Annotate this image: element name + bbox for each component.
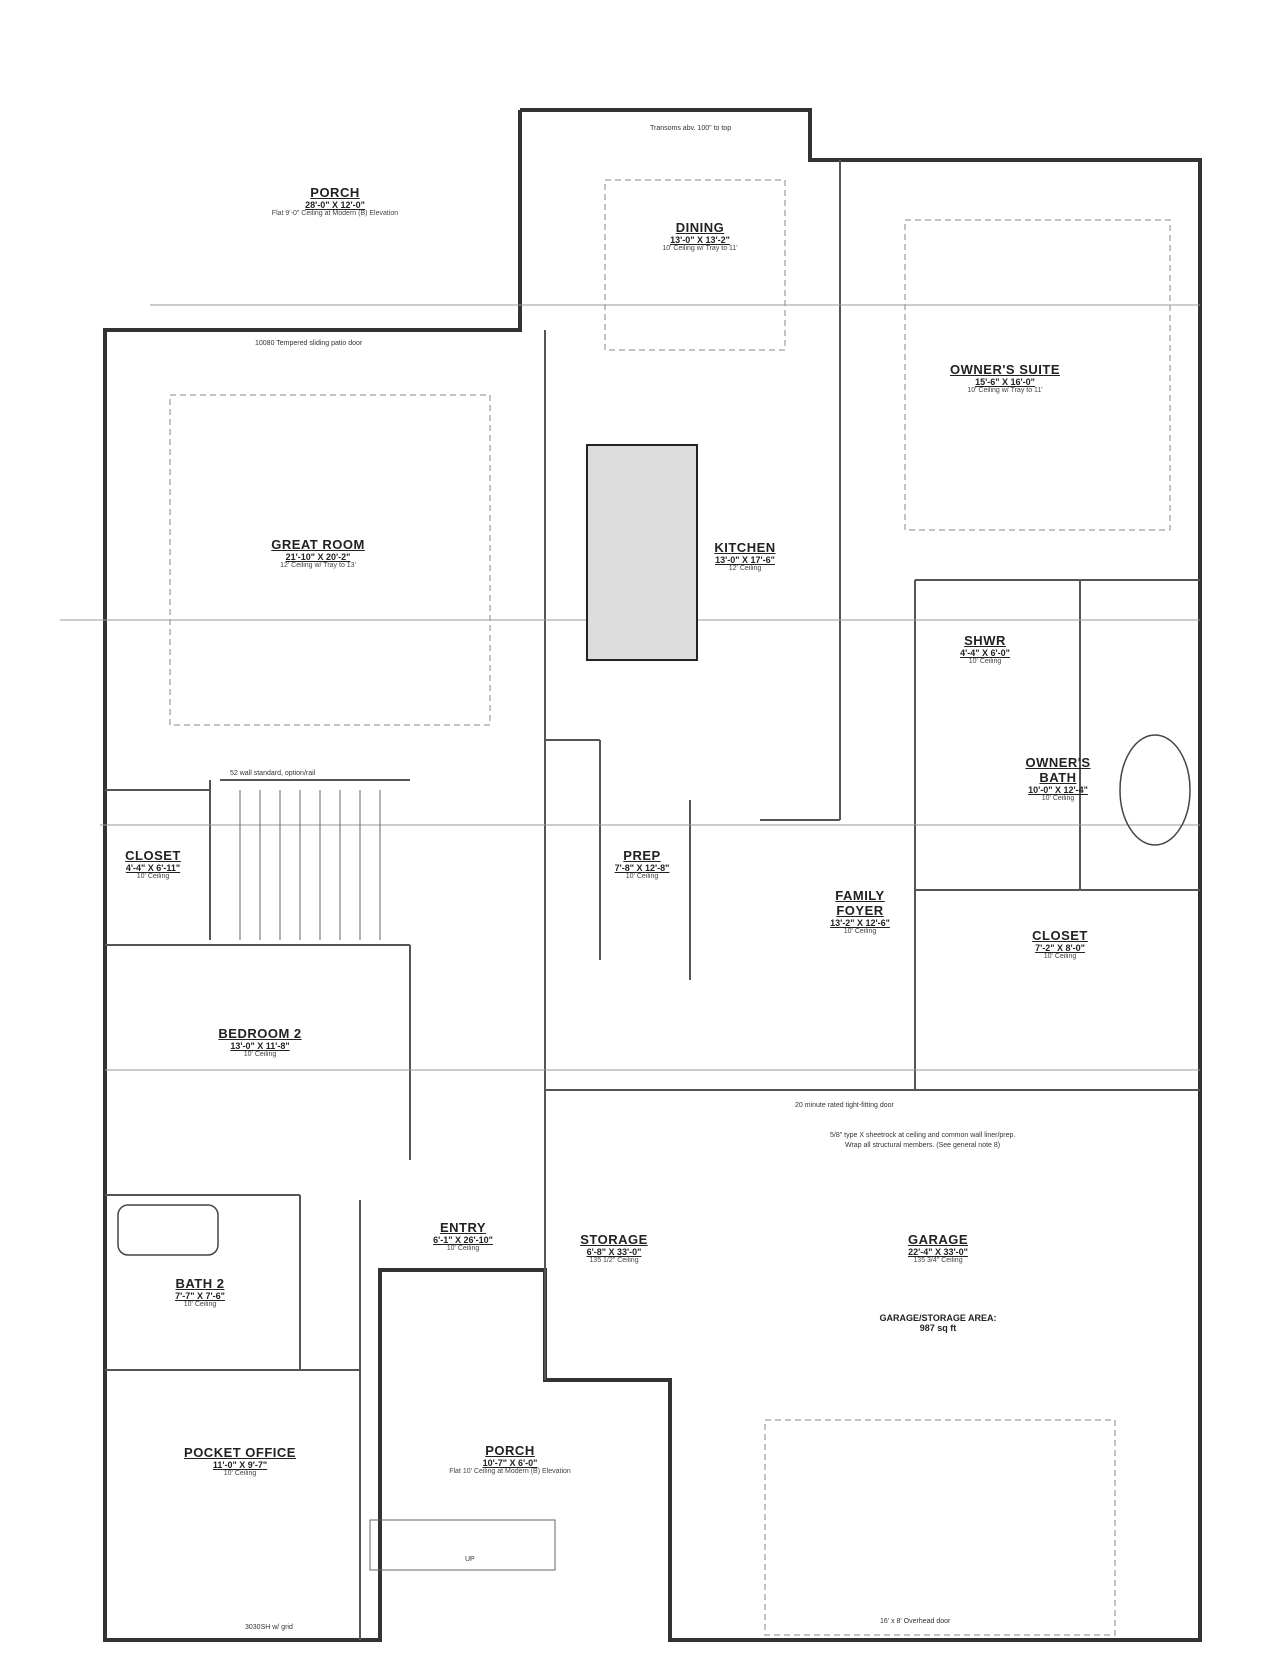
room-prep: PREP 7'-8" X 12'-8" 10' Ceiling <box>615 848 670 880</box>
room-name: BEDROOM 2 <box>218 1026 302 1041</box>
room-ceiling: 10' Ceiling w/ Tray to 11' <box>662 245 738 252</box>
room-name: KITCHEN <box>714 540 776 555</box>
room-ceiling: Flat 10' Ceiling at Modern (B) Elevation <box>449 1468 571 1475</box>
rail-note: 52 wall standard, option/rail <box>230 770 316 777</box>
room-dimensions: 10'-0" X 12'-4" <box>1028 785 1088 795</box>
bathtub <box>1119 734 1191 846</box>
room-closet-2: CLOSET 7'-2" X 8'-0" 10' Ceiling <box>1032 928 1088 960</box>
bath2-tub <box>117 1204 219 1256</box>
room-porch-rear: PORCH 28'-0" X 12'-0" Flat 9'-0" Ceiling… <box>272 185 398 217</box>
room-ceiling: 10' Ceiling <box>223 1470 257 1477</box>
room-ceiling: 12' Ceiling <box>728 565 762 572</box>
room-dimensions: 7'-2" X 8'-0" <box>1035 943 1085 953</box>
fire-door-note: 20 minute rated tight-fitting door <box>795 1102 894 1109</box>
room-great-room: GREAT ROOM 21'-10" X 20'-2" 12' Ceiling … <box>271 537 365 569</box>
room-entry: ENTRY 6'-1" X 26'-10" 10' Ceiling <box>433 1220 493 1252</box>
room-kitchen: KITCHEN 13'-0" X 17'-6" 12' Ceiling <box>714 540 775 572</box>
room-name: DINING <box>675 220 725 235</box>
room-name: POCKET OFFICE <box>184 1445 296 1460</box>
room-name: GREAT ROOM <box>271 537 365 552</box>
room-garage: GARAGE 22'-4" X 33'-0" 135 3/4" Ceiling <box>908 1232 968 1264</box>
room-dimensions: 7'-7" X 7'-6" <box>175 1291 225 1301</box>
dimension-lines <box>60 304 1200 1071</box>
garage-area-value: 987 sq ft <box>919 1323 957 1333</box>
kitchen-island <box>586 444 698 661</box>
room-owners-bath: OWNER'S BATH 10'-0" X 12'-4" 10' Ceiling <box>1013 755 1103 802</box>
room-ceiling: 10' Ceiling <box>843 928 877 935</box>
dining-windows-note: Transoms abv. 100" to top <box>650 125 732 132</box>
patio-door-note: 10080 Tempered sliding patio door <box>255 340 363 347</box>
room-name: PREP <box>623 848 661 863</box>
room-name: BATH 2 <box>175 1276 225 1291</box>
room-pocket-office: POCKET OFFICE 11'-0" X 9'-7" 10' Ceiling <box>184 1445 296 1477</box>
ceiling-trays <box>169 179 1171 1636</box>
room-ceiling: 135 3/4" Ceiling <box>913 1257 963 1264</box>
sheetrock-note-2: Wrap all structural members. (See genera… <box>845 1142 1001 1149</box>
room-dimensions: 10'-7" X 6'-0" <box>482 1458 538 1468</box>
room-closet-1: CLOSET 4'-4" X 6'-11" 10' Ceiling <box>125 848 181 880</box>
sheetrock-note: 5/8" type X sheetrock at ceiling and com… <box>830 1132 1016 1139</box>
room-name: OWNER'S BATH <box>1025 755 1091 785</box>
room-dimensions: 11'-0" X 9'-7" <box>212 1460 268 1470</box>
stairs <box>239 790 381 940</box>
room-dimensions: 13'-2" X 12'-6" <box>830 918 890 928</box>
room-ceiling: 10' Ceiling <box>243 1051 277 1058</box>
room-dimensions: 21'-10" X 20'-2" <box>285 552 351 562</box>
room-bedroom-2: BEDROOM 2 13'-0" X 11'-8" 10' Ceiling <box>218 1026 301 1058</box>
room-dimensions: 15'-6" X 16'-0" <box>975 377 1035 387</box>
front-steps <box>369 1519 556 1571</box>
room-ceiling: 10' Ceiling <box>1043 953 1077 960</box>
interior-walls <box>105 160 1200 1640</box>
room-ceiling: Flat 9'-0" Ceiling at Modern (B) Elevati… <box>271 210 399 217</box>
room-ceiling: 135 1/2" Ceiling <box>589 1257 639 1264</box>
room-dimensions: 6'-8" X 33'-0" <box>586 1247 642 1257</box>
garage-area-note: GARAGE/STORAGE AREA: 987 sq ft <box>879 1313 996 1333</box>
room-name: CLOSET <box>125 848 181 863</box>
room-dimensions: 4'-4" X 6'-11" <box>125 863 181 873</box>
room-family-foyer: FAMILY FOYER 13'-2" X 12'-6" 10' Ceiling <box>820 888 900 935</box>
room-name: STORAGE <box>580 1232 648 1247</box>
room-dimensions: 13'-0" X 13'-2" <box>670 235 730 245</box>
room-ceiling: 10' Ceiling <box>1041 795 1075 802</box>
room-name: GARAGE <box>907 1232 969 1247</box>
room-bath-2: BATH 2 7'-7" X 7'-6" 10' Ceiling <box>175 1276 225 1308</box>
room-name: PORCH <box>485 1443 535 1458</box>
room-ceiling: 10' Ceiling <box>136 873 170 880</box>
room-storage: STORAGE 6'-8" X 33'-0" 135 1/2" Ceiling <box>580 1232 648 1264</box>
room-name: ENTRY <box>439 1220 487 1235</box>
stairs-up-label: UP <box>465 1556 475 1563</box>
room-dimensions: 4'-4" X 6'-0" <box>960 648 1010 658</box>
room-shower: SHWR 4'-4" X 6'-0" 10' Ceiling <box>960 633 1010 665</box>
room-ceiling: 10' Ceiling <box>968 658 1002 665</box>
overhead-door-note: 16' x 8' Overhead door <box>880 1618 951 1625</box>
room-porch-front: PORCH 10'-7" X 6'-0" Flat 10' Ceiling at… <box>449 1443 571 1475</box>
room-dimensions: 22'-4" X 33'-0" <box>908 1247 968 1257</box>
office-window-note: 3030SH w/ grid <box>245 1624 293 1631</box>
room-dimensions: 6'-1" X 26'-10" <box>433 1235 493 1245</box>
room-name: FAMILY FOYER <box>835 888 885 918</box>
room-dimensions: 28'-0" X 12'-0" <box>305 200 365 210</box>
room-owners-suite: OWNER'S SUITE 15'-6" X 16'-0" 10' Ceilin… <box>950 362 1060 394</box>
garage-area-label: GARAGE/STORAGE AREA: <box>879 1313 997 1323</box>
room-ceiling: 10' Ceiling <box>446 1245 480 1252</box>
room-dimensions: 7'-8" X 12'-8" <box>614 863 670 873</box>
room-ceiling: 10' Ceiling <box>625 873 659 880</box>
room-name: CLOSET <box>1032 928 1088 943</box>
room-dimensions: 13'-0" X 11'-8" <box>230 1041 290 1051</box>
room-name: OWNER'S SUITE <box>950 362 1060 377</box>
room-ceiling: 12' Ceiling w/ Tray to 13' <box>280 562 356 569</box>
room-ceiling: 10' Ceiling w/ Tray to 11' <box>967 387 1043 394</box>
room-ceiling: 10' Ceiling <box>183 1301 217 1308</box>
room-dining: DINING 13'-0" X 13'-2" 10' Ceiling w/ Tr… <box>662 220 737 252</box>
room-name: SHWR <box>964 633 1006 648</box>
room-name: PORCH <box>310 185 360 200</box>
room-dimensions: 13'-0" X 17'-6" <box>715 555 775 565</box>
